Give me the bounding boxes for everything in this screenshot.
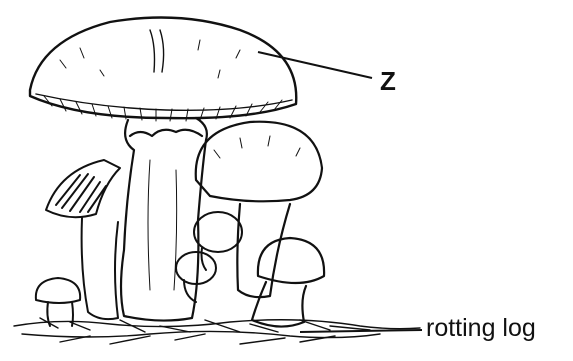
cap-pointer-line	[258, 52, 372, 78]
log-pointer-line	[300, 330, 422, 332]
main-stalk	[121, 118, 207, 321]
left-gilled-mushroom	[46, 160, 120, 319]
bottom-right-mushroom	[252, 238, 324, 327]
large-cap	[30, 18, 296, 122]
small-button-mushrooms	[176, 212, 242, 302]
log-label: rotting log	[426, 314, 536, 343]
cap-label: Z	[380, 66, 396, 97]
